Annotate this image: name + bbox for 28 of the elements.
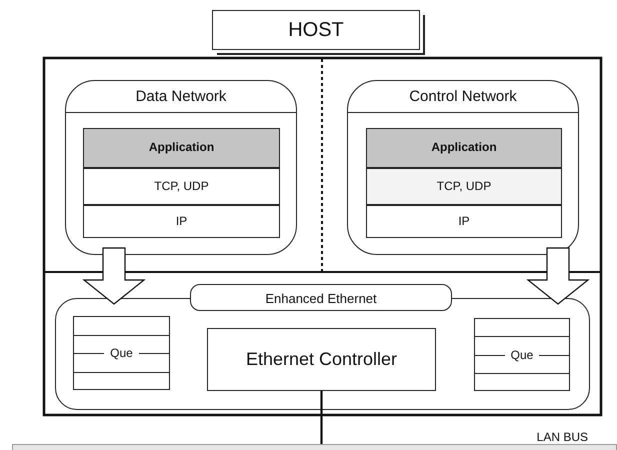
host-label: HOST (287, 19, 345, 42)
layer-label: IP (174, 214, 188, 228)
block-arrow (526, 247, 590, 305)
protocol-layer (366, 128, 562, 168)
layer-label: TCP, UDP (436, 178, 492, 192)
layer-label: TCP, UDP (153, 178, 210, 192)
controller-label: Ethernet Controller (244, 349, 398, 370)
controller-box (207, 328, 436, 391)
block-arrow (82, 247, 146, 305)
queue-label: Que (505, 348, 539, 362)
queue-block (73, 316, 170, 390)
layer-label: Application (148, 140, 216, 154)
protocol-layer (366, 205, 562, 238)
protocol-layer (83, 205, 280, 238)
queue-label: Que (104, 346, 139, 360)
group-title: Control Network (408, 88, 518, 105)
protocol-layer (83, 168, 280, 205)
bus-label: LAN BUS (536, 430, 588, 444)
network-group (65, 80, 297, 255)
protocol-layer (366, 168, 562, 205)
network-group (347, 80, 579, 255)
section-title: Enhanced Ethernet (190, 284, 452, 311)
connector-line (320, 391, 323, 444)
protocol-layer (83, 128, 280, 168)
layer-label: Application (430, 140, 498, 154)
layer-label: IP (457, 214, 471, 228)
group-title: Data Network (134, 88, 228, 105)
queue-block (474, 318, 570, 391)
